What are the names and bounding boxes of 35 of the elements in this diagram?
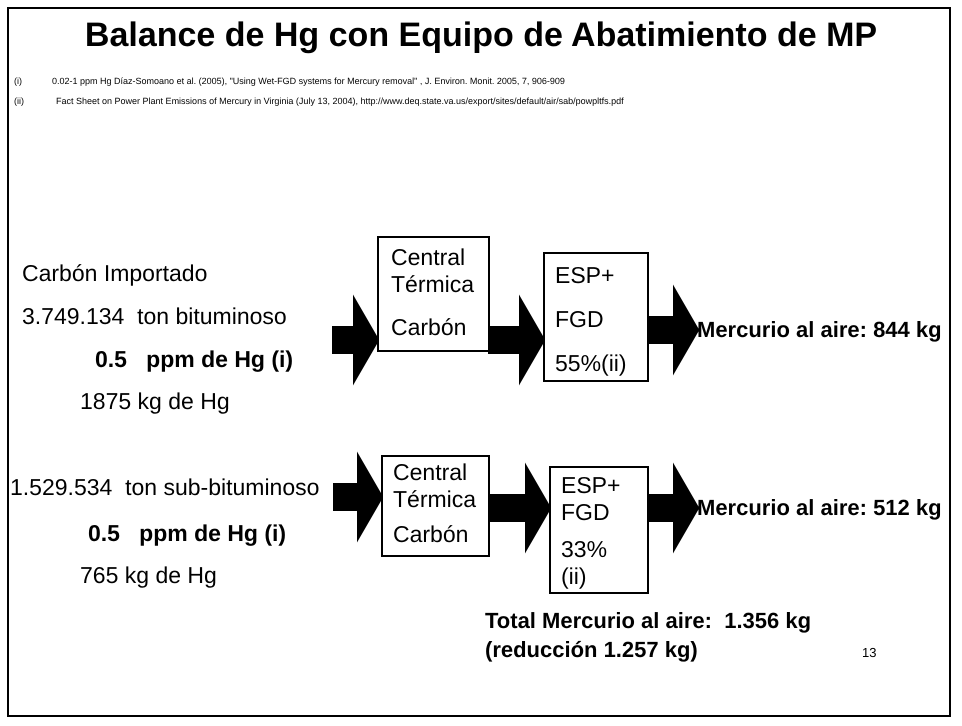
box-text: ESP+ FGD	[561, 472, 621, 526]
input-text: Carbón Importado	[22, 260, 208, 287]
block-arrow	[488, 462, 552, 554]
box-text: Carbón	[393, 521, 470, 548]
slide-title: Balance de Hg con Equipo de Abatimiento de MP	[84, 16, 878, 55]
input-text: 1875 kg de Hg	[80, 388, 230, 415]
box-text: FGD	[555, 306, 605, 333]
block-arrow	[488, 294, 546, 386]
total-note: Total Mercurio al aire: 1.356 kg	[485, 608, 812, 634]
page-number: 13	[862, 645, 876, 660]
input-text: 0.5 ppm de Hg (i)	[95, 346, 294, 373]
reference-marker: (ii)	[14, 96, 24, 106]
total-note: (reducción 1.257 kg)	[485, 637, 698, 663]
block-arrow	[647, 462, 700, 554]
power-plant-box	[377, 236, 490, 352]
output-text: Mercurio al aire: 844 kg	[697, 316, 942, 343]
reference-marker: (i)	[14, 76, 22, 86]
box-text: Central Térmica	[391, 244, 476, 298]
reference-note: 0.02-1 ppm Hg Díaz-Somoano et al. (2005), "Using Wet-FGD systems for Mercury removal" , J. Environ. Monit. 2005, 7, 906-909	[52, 76, 565, 86]
input-text: 1.529.534 ton sub-bituminoso	[10, 474, 320, 501]
output-text: Mercurio al aire: 512 kg	[697, 494, 942, 521]
input-text: 0.5 ppm de Hg (i)	[88, 520, 286, 547]
box-text: 55%(ii)	[555, 350, 628, 377]
abatement-box	[549, 466, 649, 594]
input-text: 3.749.134 ton bituminoso	[22, 303, 287, 330]
box-text: Central Térmica	[393, 459, 478, 513]
abatement-box	[543, 252, 649, 382]
block-arrow	[647, 284, 700, 376]
power-plant-box	[381, 455, 490, 557]
box-text: 33% (ii)	[561, 536, 608, 590]
block-arrow	[332, 294, 380, 386]
input-text: 765 kg de Hg	[80, 562, 217, 589]
box-text: ESP+	[555, 262, 616, 289]
reference-note: Fact Sheet on Power Plant Emissions of Mercury in Virginia (July 13, 2004), http://www.deq.state.va.us/export/sites/default/air/sab/powpltfs.pdf	[56, 96, 624, 106]
box-text: Carbón	[391, 314, 468, 341]
